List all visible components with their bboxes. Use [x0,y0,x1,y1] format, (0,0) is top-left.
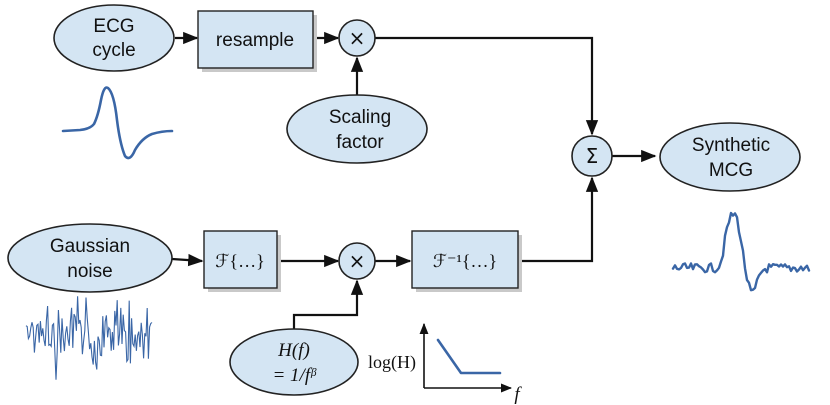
gaussian-noise-label-line2: noise [67,261,112,282]
arrow-multiply-top-to-sum [375,36,599,136]
gaussian-noise-label-line1: Gaussian [50,236,130,257]
scaling-factor-node: Scaling factor [286,94,428,164]
ecg-waveform [61,86,174,160]
gaussian-noise-waveform [25,296,153,380]
sum-node: Σ [571,135,613,177]
ecg-cycle-label-line2: cycle [92,40,135,61]
gaussian-noise-node: Gaussian noise [7,223,173,293]
sum-symbol: Σ [586,144,599,168]
resample-label: resample [216,30,294,51]
multiply-bottom-symbol: × [349,249,366,273]
filter-plot-xlabel: f [514,384,522,405]
arrow-noise-to-fourier [171,253,204,267]
multiply-top-symbol: × [349,26,366,50]
multiply-top-node: × [338,19,376,57]
synthetic-mcg-label-line2: MCG [709,160,753,181]
resample-box: resample [197,10,317,72]
filter-plot-ylabel: log(H) [368,352,416,373]
ecg-cycle-node: ECG cycle [53,4,175,72]
connections [171,31,657,336]
filter-label-line1: H(f) [277,340,310,361]
filter-node: H(f) = 1/fᵝ [229,328,359,396]
ecg-cycle-label-line1: ECG [93,16,134,37]
arrow-filter-to-multiply-bottom [292,279,364,336]
inverse-fourier-box: ℱ⁻¹{…} [411,230,522,292]
arrow-inverse-to-sum [520,176,599,263]
fourier-transform-label: ℱ{…} [215,251,264,271]
scaling-factor-label-line1: Scaling [329,107,391,128]
multiply-bottom-node: × [338,242,376,280]
scaling-factor-label-line2: factor [336,132,384,153]
synthetic-mcg-node: Synthetic MCG [659,122,801,192]
filter-response-plot: log(H) f [368,322,522,405]
filter-label-line2: = 1/fᵝ [272,365,317,386]
filter-plot-curve [436,338,502,375]
fourier-transform-box: ℱ{…} [203,230,281,292]
synthetic-mcg-label-line1: Synthetic [692,135,770,156]
synthetic-mcg-waveform [671,211,811,292]
inverse-fourier-label: ℱ⁻¹{…} [433,251,497,271]
